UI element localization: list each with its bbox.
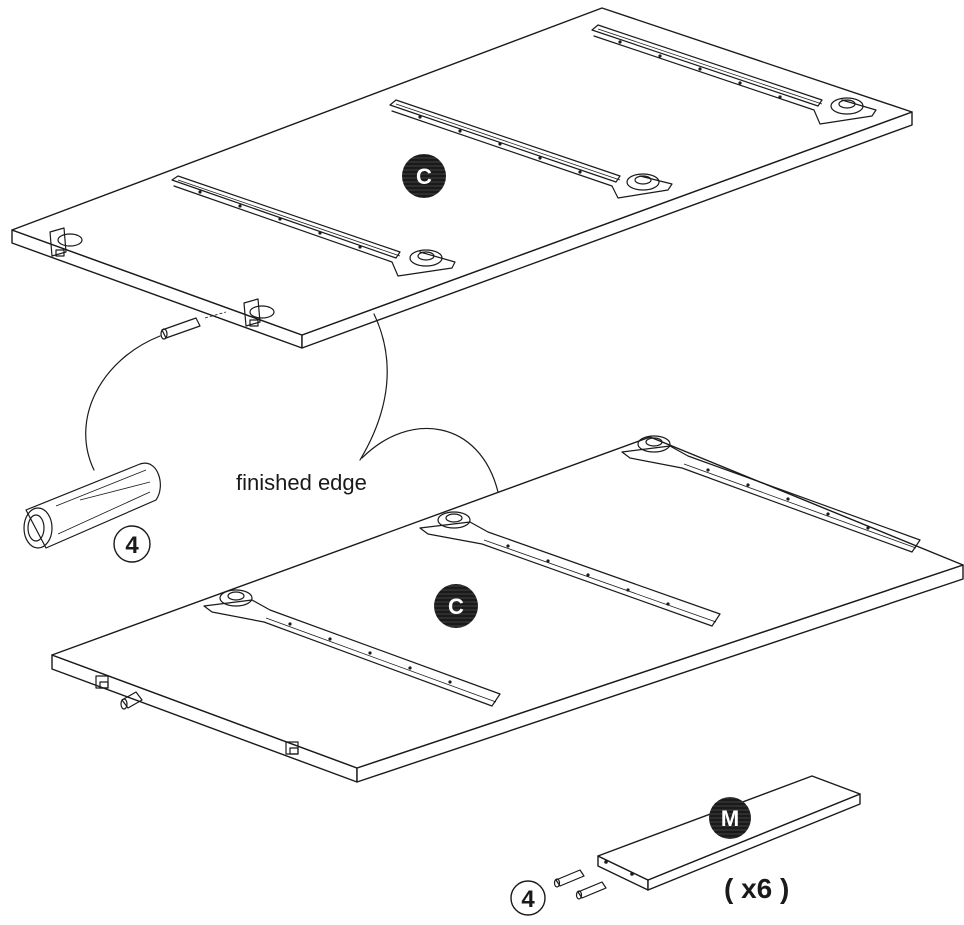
rail-part-letter: M — [721, 806, 739, 831]
lower-rail-2 — [419, 511, 721, 627]
rail-dowel-callout-number: 4 — [510, 880, 546, 916]
lower-rail-1 — [203, 589, 501, 707]
lower-cam-lock-left — [95, 675, 109, 689]
dowel-detail — [23, 462, 161, 549]
finished-edge-label: finished edge — [236, 470, 367, 495]
upper-rail-holes — [198, 40, 782, 249]
upper-rail-2 — [389, 99, 673, 199]
lower-rail-3 — [621, 435, 921, 553]
dowel-part-number: 4 — [125, 532, 139, 559]
lower-panel-part-letter: C — [448, 594, 464, 619]
rail-dowel-part-number: 4 — [521, 886, 535, 913]
lower-edge-dowel — [120, 691, 143, 710]
dowel-callout-number: 4 — [113, 525, 151, 563]
upper-panel-part-badge: C — [402, 154, 446, 198]
rail-quantity-label: ( x6 ) — [724, 873, 789, 904]
lower-panel-part-badge: C — [434, 584, 478, 628]
dowel-callout-leader — [85, 335, 161, 471]
upper-cam-lock-right — [243, 298, 275, 327]
upper-panel-dowel — [160, 311, 227, 340]
lower-rail-holes — [288, 468, 870, 684]
upper-panel: C — [11, 7, 913, 349]
upper-panel-top-face — [11, 7, 913, 336]
upper-rail-3 — [591, 24, 877, 125]
upper-cam-lock-left — [49, 227, 83, 257]
lower-panel-top-face — [51, 436, 964, 769]
rail-dowels — [553, 869, 607, 900]
finished-edge-leaders — [359, 313, 499, 493]
upper-panel-part-letter: C — [416, 164, 432, 189]
upper-rail-1 — [171, 175, 456, 277]
rail-part: M — [597, 775, 861, 891]
lower-panel: C — [51, 435, 964, 783]
rail-part-badge: M — [709, 797, 751, 839]
lower-cam-lock-right — [285, 741, 299, 755]
